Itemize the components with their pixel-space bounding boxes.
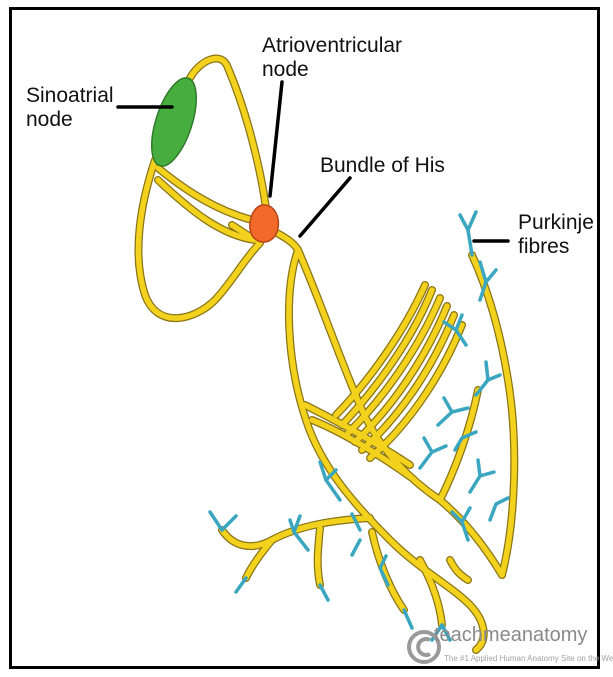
atrioventricular-leader bbox=[270, 82, 282, 196]
bundle-of-his-label: Bundle of His bbox=[320, 154, 445, 178]
purkinje-fibres-label: Purkinje fibres bbox=[518, 211, 594, 259]
atrioventricular-node-shape bbox=[250, 205, 279, 242]
watermark-name: teachmeanatomy bbox=[434, 624, 587, 647]
sinoatrial-node-label: Sinoatrial node bbox=[26, 84, 114, 132]
atrioventricular-node-label: Atrioventricular node bbox=[262, 34, 402, 82]
conduction-pathway-outline bbox=[138, 59, 514, 650]
bundle-of-his-leader bbox=[300, 178, 350, 236]
watermark-tagline: The #1 Applied Human Anatomy Site on the… bbox=[444, 654, 613, 663]
sinoatrial-node-shape bbox=[143, 73, 206, 172]
conduction-pathway bbox=[138, 59, 514, 650]
